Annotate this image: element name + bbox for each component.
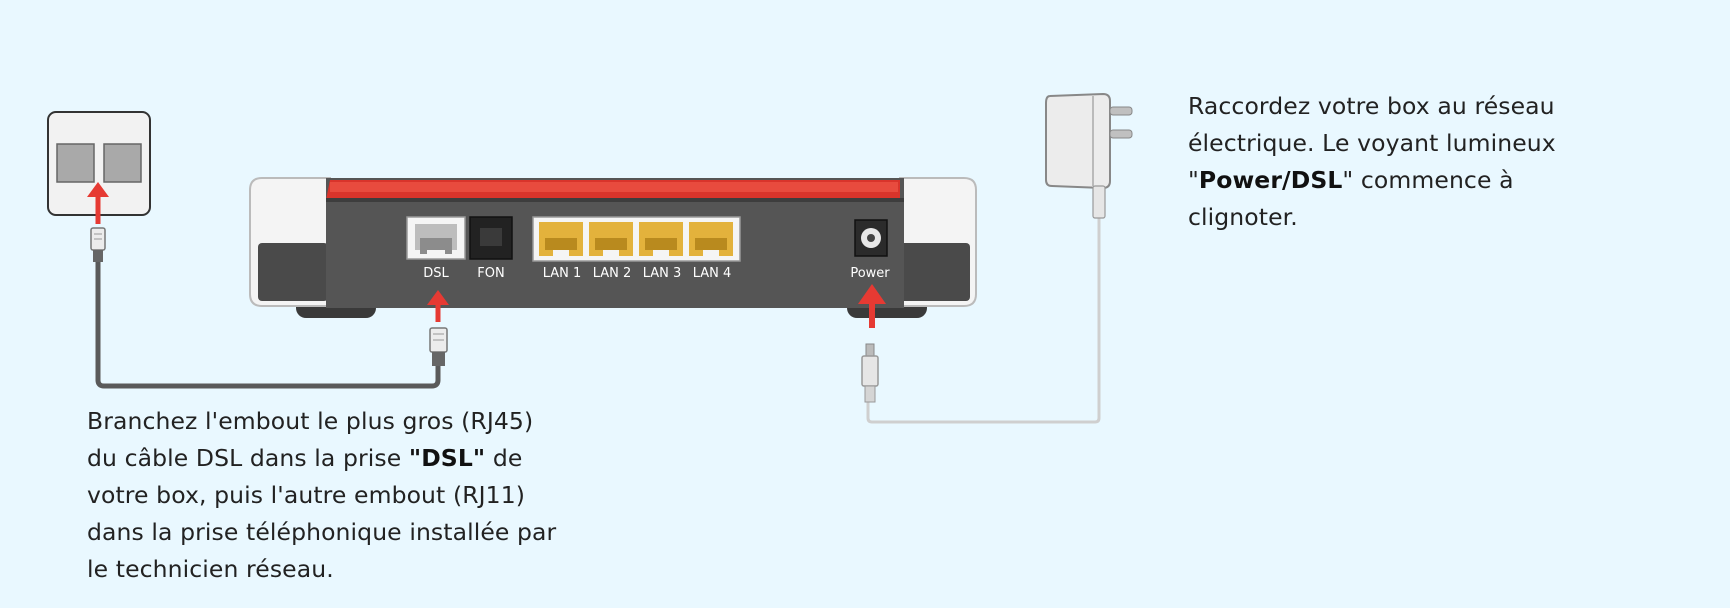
lan3-port-label: LAN 3 xyxy=(643,266,682,281)
lan3-port xyxy=(639,222,683,256)
dsl-instruction-line: Branchez l'embout le plus gros (RJ45) xyxy=(87,407,534,435)
lan1-port xyxy=(539,222,583,256)
lan2-port xyxy=(589,222,633,256)
power-cable xyxy=(866,186,1101,424)
power-instruction-line: clignoter. xyxy=(1188,203,1298,231)
arrow-up-icon xyxy=(858,284,886,328)
power-adapter-icon xyxy=(1045,92,1133,219)
dsl-instruction-text-part: du câble DSL dans la prise xyxy=(87,444,409,472)
lan4-port-label: LAN 4 xyxy=(693,266,732,281)
dsl-port-label: DSL xyxy=(423,266,449,281)
dsl-port-emphasis: "DSL" xyxy=(408,444,486,472)
rj45-plug-icon xyxy=(429,327,448,366)
dsl-instruction-text: Branchez l'embout le plus gros (RJ45) du… xyxy=(87,403,607,588)
power-port xyxy=(854,219,888,257)
arrow-up-icon xyxy=(87,182,109,224)
arrow-up-icon xyxy=(427,290,449,322)
lan-ports xyxy=(532,216,741,262)
dsl-instruction-line: dans la prise téléphonique installée par xyxy=(87,518,557,546)
power-instruction-text-part: " commence à xyxy=(1342,166,1514,194)
power-instruction-line: "Power/DSL" commence à xyxy=(1188,162,1618,199)
dsl-cable xyxy=(95,255,441,389)
dc-plug-icon xyxy=(861,343,879,403)
power-dsl-emphasis: Power/DSL xyxy=(1198,166,1343,194)
power-instruction-line: électrique. Le voyant lumineux xyxy=(1188,129,1556,157)
lan1-port-label: LAN 1 xyxy=(543,266,582,281)
power-instruction-text: Raccordez votre box au réseau électrique… xyxy=(1188,88,1618,236)
fon-port xyxy=(469,216,513,260)
wall-socket-icon xyxy=(47,111,151,216)
rj11-plug-icon xyxy=(90,227,106,262)
dsl-instruction-text-part: de xyxy=(485,444,523,472)
dsl-instruction-line: le technicien réseau. xyxy=(87,555,334,583)
power-instruction-line: Raccordez votre box au réseau xyxy=(1188,92,1555,120)
dsl-instruction-line: du câble DSL dans la prise "DSL" de xyxy=(87,440,607,477)
dsl-instruction-line: votre box, puis l'autre embout (RJ11) xyxy=(87,481,526,509)
power-port-label: Power xyxy=(850,266,890,281)
lan4-port xyxy=(689,222,733,256)
dsl-port xyxy=(406,216,466,260)
fon-port-label: FON xyxy=(477,266,504,281)
power-instruction-text-part: " xyxy=(1188,166,1199,194)
lan2-port-label: LAN 2 xyxy=(593,266,632,281)
